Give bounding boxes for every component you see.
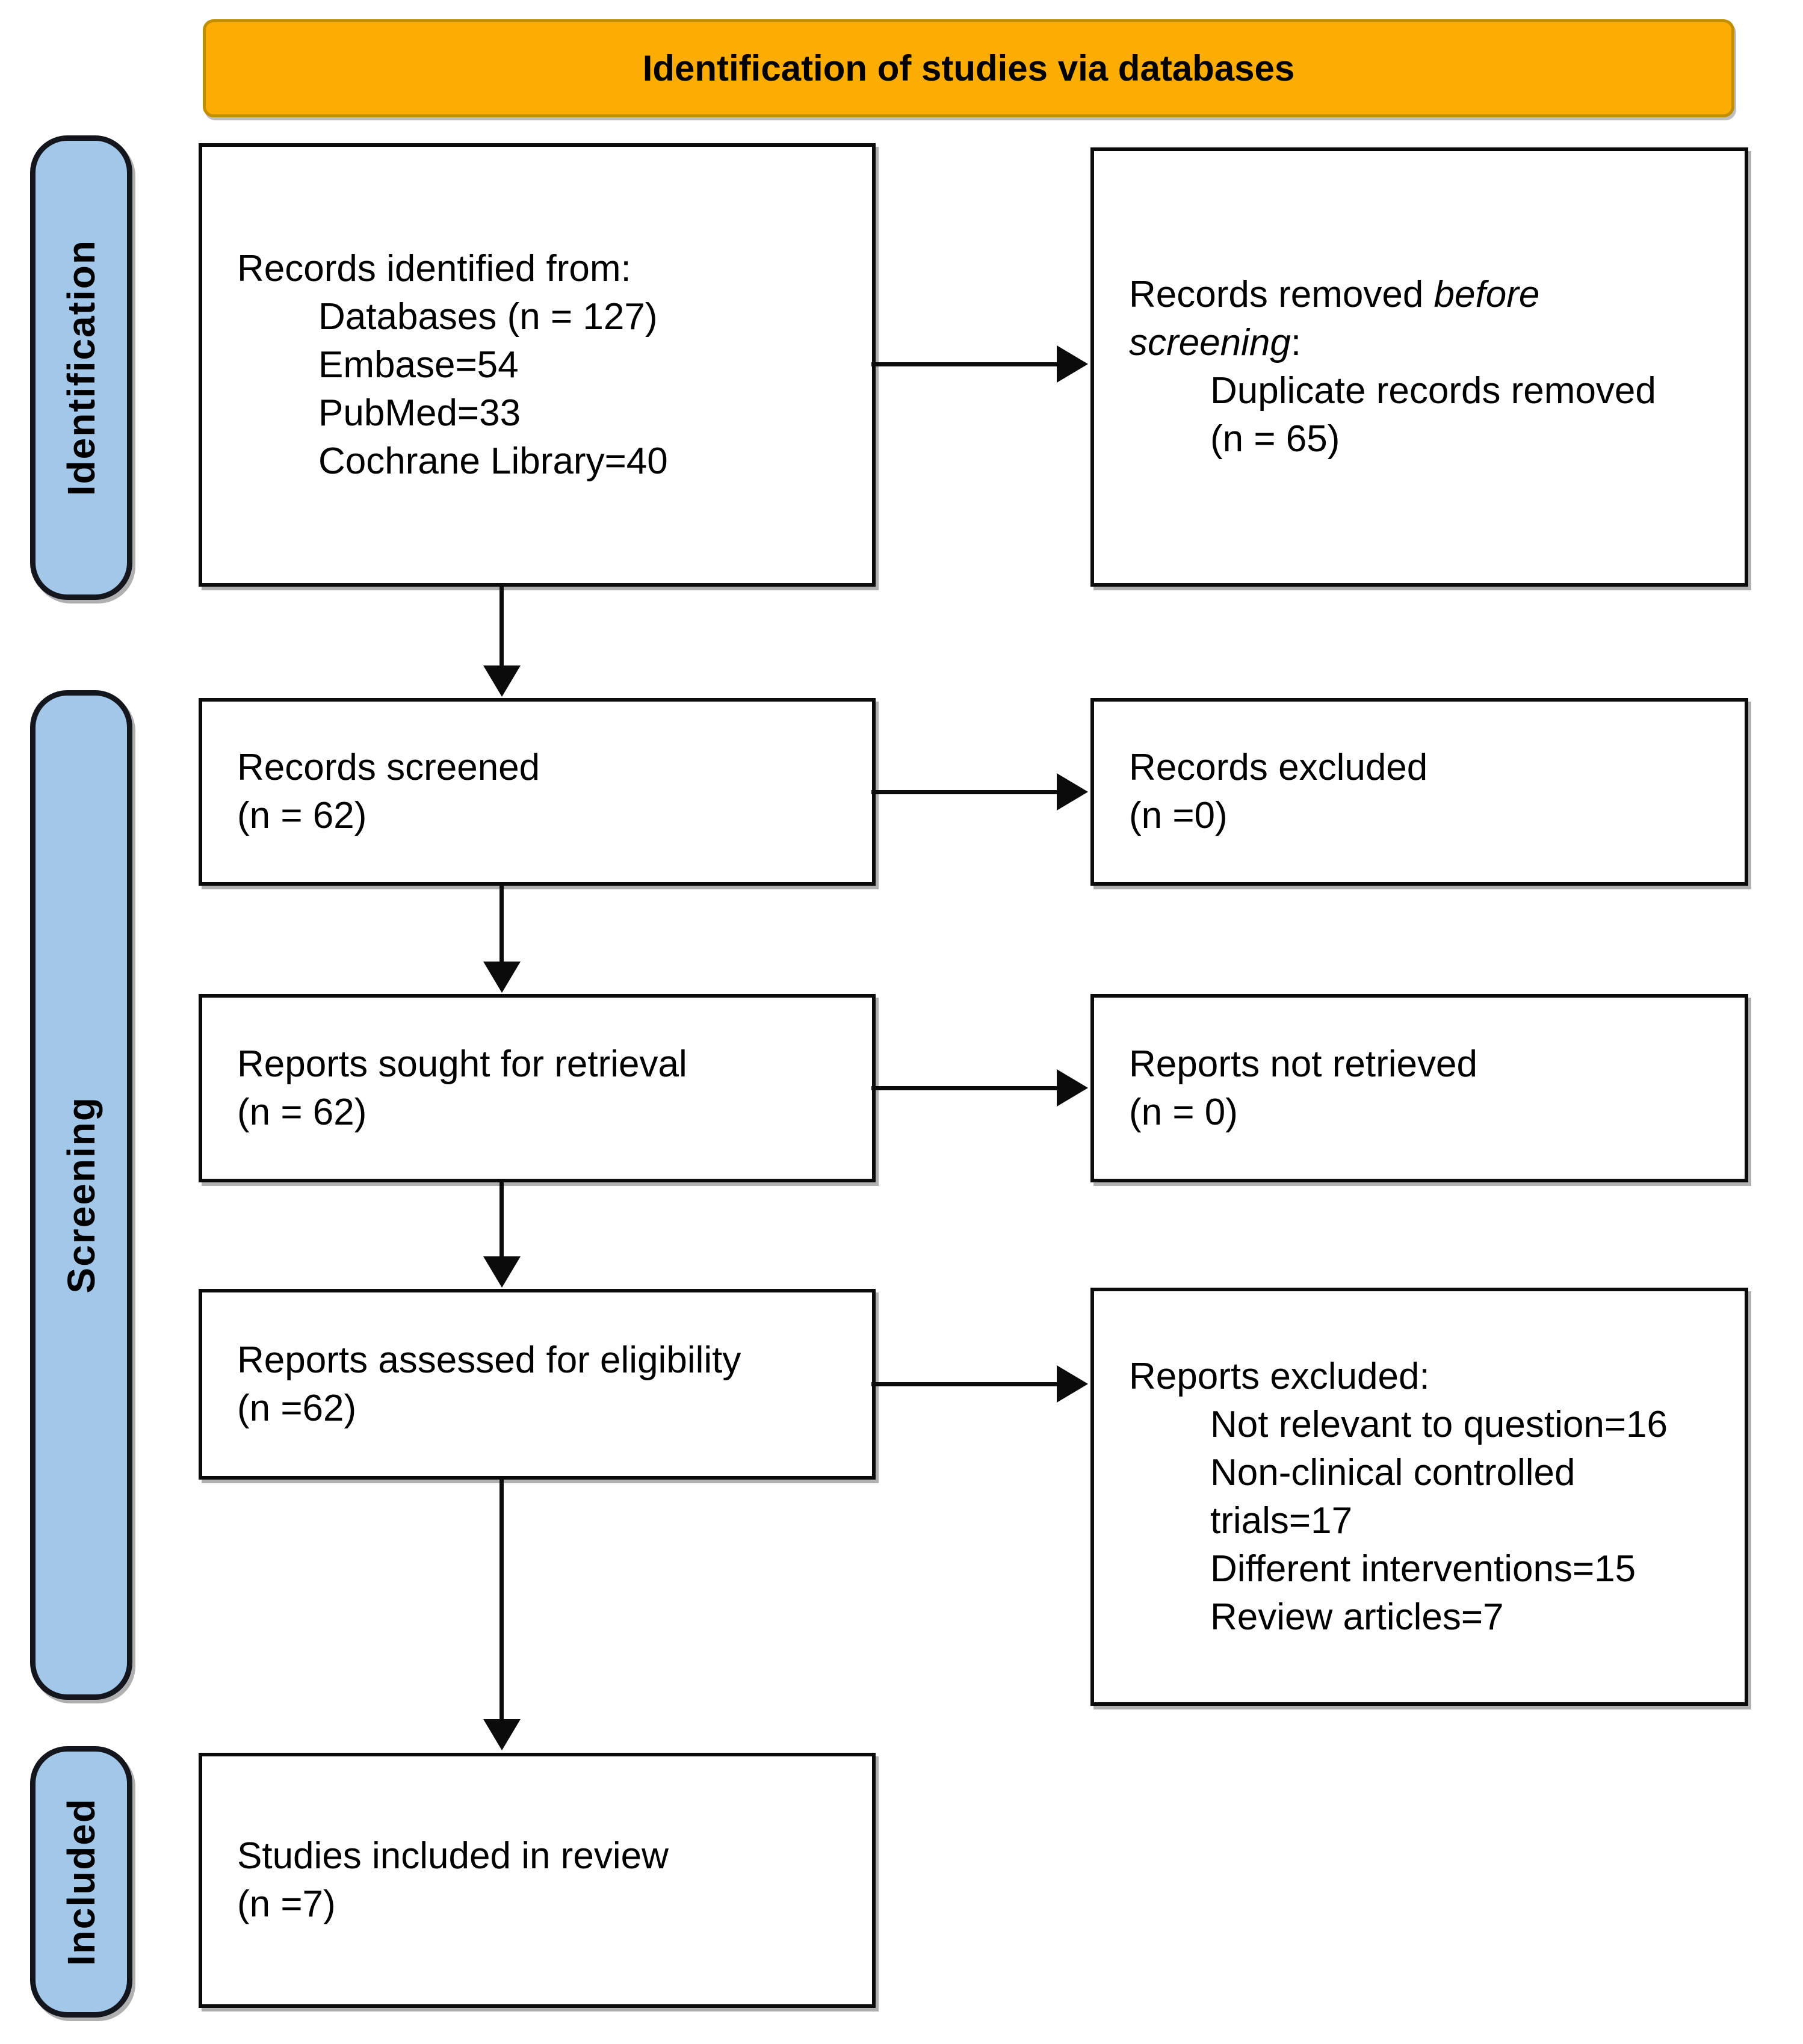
box-records-screened-count: (n = 62) bbox=[237, 795, 367, 836]
arrow-assessed-to-included-line bbox=[499, 1480, 504, 1720]
box-reports-excluded-title: Reports excluded: bbox=[1129, 1355, 1430, 1397]
box-studies-included-count: (n =7) bbox=[237, 1883, 336, 1925]
detail-embase: Embase=54 bbox=[318, 344, 519, 386]
reason-review-articles: Review articles=7 bbox=[1210, 1596, 1504, 1638]
detail-cochrane: Cochrane Library=40 bbox=[318, 440, 668, 482]
box-records-excluded-count: (n =0) bbox=[1129, 795, 1228, 836]
box-reports-sought-count: (n = 62) bbox=[237, 1091, 367, 1133]
box-reports-assessed-count: (n =62) bbox=[237, 1387, 357, 1429]
detail-databases: Databases (n = 127) bbox=[318, 295, 658, 338]
box-reports-assessed: Reports assessed for eligibility (n =62) bbox=[199, 1289, 876, 1480]
banner-label: Identification of studies via databases bbox=[642, 48, 1295, 88]
box-records-excluded: Records excluded (n =0) bbox=[1090, 698, 1748, 886]
box-records-identified-title: Records identified from: bbox=[237, 247, 631, 289]
arrow-assessed-to-included-head-icon bbox=[483, 1719, 521, 1750]
arrow-sought-to-not-retrieved-line bbox=[871, 1086, 1058, 1090]
arrow-assessed-to-excluded-line bbox=[871, 1382, 1058, 1386]
box-records-screened-title: Records screened bbox=[237, 747, 540, 788]
removed-title-italic-screening: screening bbox=[1129, 322, 1291, 363]
reason-different-interventions: Different interventions=15 bbox=[1210, 1548, 1636, 1590]
stage-included: Included bbox=[30, 1746, 132, 2018]
reason-not-relevant: Not relevant to question=16 bbox=[1210, 1403, 1668, 1445]
stage-identification: Identification bbox=[30, 135, 132, 600]
arrow-assessed-to-excluded-head-icon bbox=[1057, 1365, 1088, 1403]
stage-included-label: Included bbox=[60, 1797, 103, 1966]
arrow-sought-to-not-retrieved-head-icon bbox=[1057, 1069, 1088, 1107]
stage-screening-label: Screening bbox=[60, 1096, 103, 1294]
box-records-removed-title-line1: Records removed before bbox=[1129, 271, 1710, 319]
stage-identification-label: Identification bbox=[60, 239, 103, 496]
detail-duplicates-removed: Duplicate records removed bbox=[1210, 370, 1656, 412]
box-reports-not-retrieved: Reports not retrieved (n = 0) bbox=[1090, 994, 1748, 1182]
arrow-screened-to-excluded-head-icon bbox=[1057, 773, 1088, 810]
arrow-identified-to-screened-head-icon bbox=[483, 665, 521, 697]
arrow-screened-to-excluded-line bbox=[871, 790, 1058, 794]
box-reports-excluded-reasons: Reports excluded: Not relevant to questi… bbox=[1090, 1288, 1748, 1706]
box-records-removed: Records removed before screening: Duplic… bbox=[1090, 147, 1748, 587]
arrow-identified-to-removed-line bbox=[871, 362, 1058, 366]
box-records-identified: Records identified from: Databases (n = … bbox=[199, 143, 876, 587]
box-reports-sought: Reports sought for retrieval (n = 62) bbox=[199, 994, 876, 1182]
removed-title-italic-before: before bbox=[1433, 274, 1540, 315]
stage-screening: Screening bbox=[30, 690, 132, 1700]
box-reports-assessed-title: Reports assessed for eligibility bbox=[237, 1339, 741, 1381]
arrow-identified-to-screened-line bbox=[499, 587, 504, 668]
banner-identification-via-databases: Identification of studies via databases bbox=[203, 19, 1734, 117]
arrow-identified-to-removed-head-icon bbox=[1057, 345, 1088, 383]
box-reports-not-retrieved-count: (n = 0) bbox=[1129, 1091, 1238, 1133]
box-studies-included: Studies included in review (n =7) bbox=[199, 1753, 876, 2008]
removed-title-colon: : bbox=[1290, 322, 1302, 363]
box-reports-sought-title: Reports sought for retrieval bbox=[237, 1043, 687, 1085]
detail-duplicates-count: (n = 65) bbox=[1210, 418, 1340, 460]
reason-non-clinical-line2: trials=17 bbox=[1210, 1499, 1353, 1542]
arrow-sought-to-assessed-line bbox=[499, 1182, 504, 1258]
box-records-removed-title-line2: screening: bbox=[1129, 319, 1710, 367]
box-reports-not-retrieved-title: Reports not retrieved bbox=[1129, 1043, 1477, 1085]
reason-non-clinical-line1: Non-clinical controlled bbox=[1210, 1451, 1576, 1493]
arrow-screened-to-sought-line bbox=[499, 886, 504, 963]
box-records-excluded-title: Records excluded bbox=[1129, 747, 1428, 788]
box-studies-included-title: Studies included in review bbox=[237, 1835, 669, 1877]
detail-pubmed: PubMed=33 bbox=[318, 392, 521, 434]
box-records-screened: Records screened (n = 62) bbox=[199, 698, 876, 886]
arrow-screened-to-sought-head-icon bbox=[483, 962, 521, 993]
arrow-sought-to-assessed-head-icon bbox=[483, 1256, 521, 1288]
removed-title-prefix: Records removed bbox=[1129, 274, 1434, 315]
